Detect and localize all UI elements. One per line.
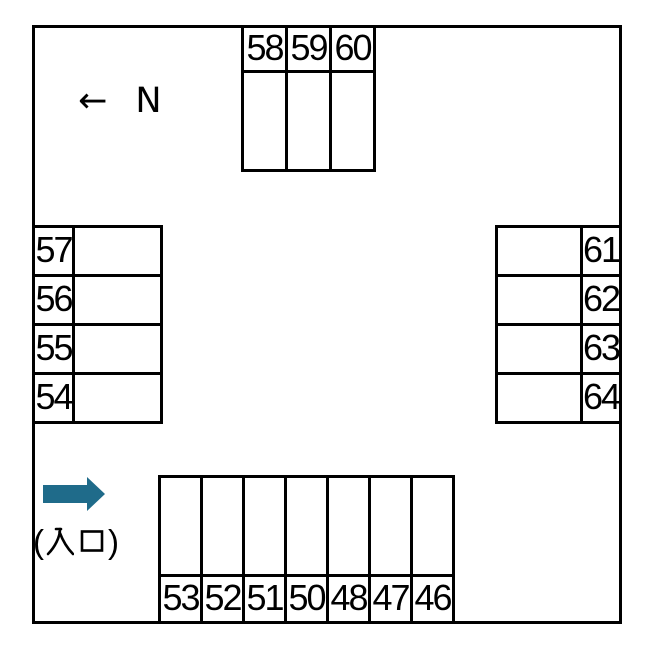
stall-number: 56 bbox=[32, 274, 75, 326]
stall-number: 53 bbox=[158, 574, 203, 624]
stall-61: 61 bbox=[495, 225, 622, 277]
stall-space bbox=[242, 475, 287, 577]
kanji-enter-icon bbox=[46, 526, 75, 563]
north-arrow-icon: ← bbox=[78, 81, 108, 121]
stall-number: 61 bbox=[580, 225, 622, 277]
stall-space bbox=[158, 475, 203, 577]
stall-space bbox=[284, 475, 329, 577]
stall-number: 52 bbox=[200, 574, 245, 624]
stall-53: 53 bbox=[158, 475, 203, 624]
stall-57: 57 bbox=[32, 225, 163, 277]
stall-space bbox=[410, 475, 455, 577]
stall-number: 57 bbox=[32, 225, 75, 277]
stall-space bbox=[495, 323, 583, 375]
kanji-mouth-icon bbox=[78, 526, 106, 563]
stall-59: 59 bbox=[285, 25, 332, 172]
stall-space bbox=[72, 372, 163, 424]
stall-46: 46 bbox=[410, 475, 455, 624]
stall-space bbox=[285, 70, 332, 172]
stall-group-left: 57 56 55 54 bbox=[32, 225, 163, 424]
stall-number: 58 bbox=[241, 25, 288, 73]
stall-number: 59 bbox=[285, 25, 332, 73]
stall-space bbox=[72, 323, 163, 375]
stall-number: 63 bbox=[580, 323, 622, 375]
stall-space bbox=[241, 70, 288, 172]
stall-space bbox=[368, 475, 413, 577]
stall-58: 58 bbox=[241, 25, 288, 172]
stall-number: 50 bbox=[284, 574, 329, 624]
stall-space bbox=[495, 225, 583, 277]
stall-47: 47 bbox=[368, 475, 413, 624]
stall-50: 50 bbox=[284, 475, 329, 624]
stall-group-right: 61 62 63 64 bbox=[495, 225, 622, 424]
stall-group-bottom: 53 52 51 50 48 47 46 bbox=[158, 475, 455, 624]
entrance-arrow-shape bbox=[43, 477, 105, 511]
stall-number: 64 bbox=[580, 372, 622, 424]
stall-number: 47 bbox=[368, 574, 413, 624]
stall-space bbox=[329, 70, 376, 172]
stall-number: 48 bbox=[326, 574, 371, 624]
stall-55: 55 bbox=[32, 323, 163, 375]
entrance-paren-close: ) bbox=[108, 523, 119, 560]
north-label: N bbox=[135, 81, 162, 121]
stall-52: 52 bbox=[200, 475, 245, 624]
stall-number: 46 bbox=[410, 574, 455, 624]
stall-number: 54 bbox=[32, 372, 75, 424]
stall-space bbox=[495, 372, 583, 424]
stall-number: 51 bbox=[242, 574, 287, 624]
stall-space bbox=[326, 475, 371, 577]
stall-48: 48 bbox=[326, 475, 371, 624]
entrance-arrow-icon bbox=[43, 477, 106, 511]
entrance-paren-open: ( bbox=[33, 523, 44, 560]
stall-64: 64 bbox=[495, 372, 622, 424]
stall-space bbox=[200, 475, 245, 577]
stall-number: 55 bbox=[32, 323, 75, 375]
compass: ← N bbox=[78, 80, 162, 122]
stall-51: 51 bbox=[242, 475, 287, 624]
stall-number: 62 bbox=[580, 274, 622, 326]
stall-number: 60 bbox=[329, 25, 376, 73]
stall-54: 54 bbox=[32, 372, 163, 424]
stall-space bbox=[72, 274, 163, 326]
stall-63: 63 bbox=[495, 323, 622, 375]
stall-60: 60 bbox=[329, 25, 376, 172]
stall-62: 62 bbox=[495, 274, 622, 326]
entrance-label: (入口) ( ) bbox=[33, 523, 119, 564]
stall-56: 56 bbox=[32, 274, 163, 326]
stall-space bbox=[495, 274, 583, 326]
stall-space bbox=[72, 225, 163, 277]
stall-group-top: 58 59 60 bbox=[241, 25, 376, 172]
